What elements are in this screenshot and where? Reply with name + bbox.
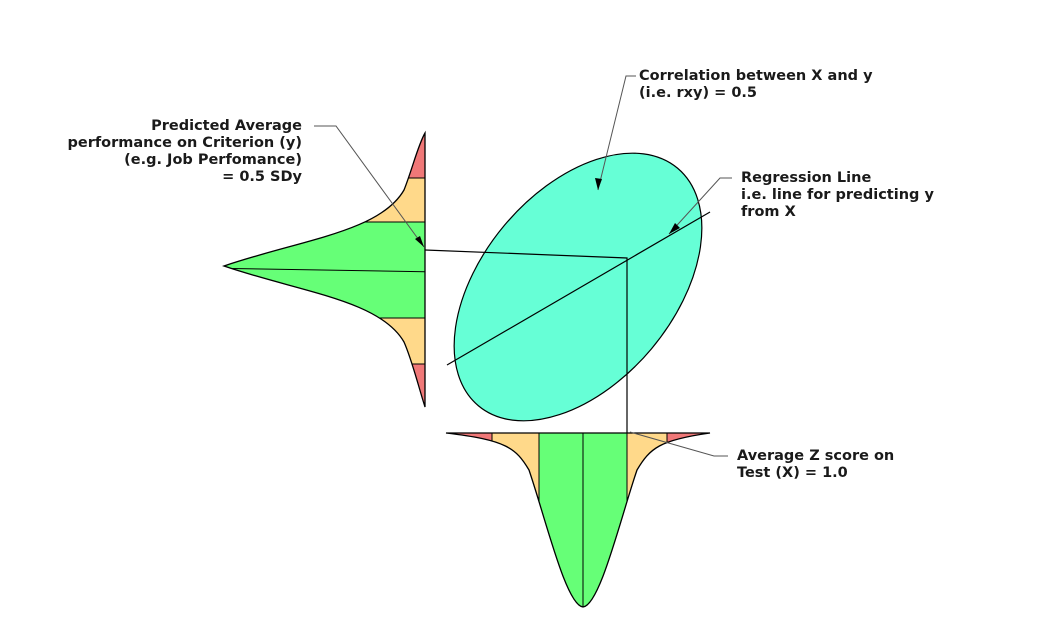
predicted-label-line4: = 0.5 SDy — [222, 169, 302, 185]
regression-label: Regression Line i.e. line for predicting… — [741, 170, 934, 221]
leader-zscore — [629, 431, 728, 457]
regression-line — [446, 211, 711, 366]
regression-label-line1: Regression Line — [741, 170, 872, 186]
projection-lines — [424, 249, 628, 433]
criterion-tail-bottom — [224, 364, 425, 407]
correlation-label: Correlation between X and y (i.e. rxy) =… — [639, 68, 873, 102]
leader-correlation — [597, 75, 636, 191]
predicted-label-line1: Predicted Average — [151, 118, 302, 134]
test-middle-right — [627, 433, 667, 607]
arrow-correlation — [595, 178, 602, 190]
test-tail-right — [667, 433, 710, 607]
correlation-ellipse — [453, 152, 703, 422]
arrow-regression — [669, 223, 680, 234]
zscore-label-line2: Test (X) = 1.0 — [737, 465, 848, 481]
zscore-label: Average Z score on Test (X) = 1.0 — [737, 448, 894, 482]
test-middle-left — [492, 433, 539, 607]
test-tail-left — [446, 433, 492, 607]
leader-lines — [314, 75, 732, 457]
test-outline — [445, 432, 711, 608]
leader-regression — [668, 177, 732, 235]
predicted-label-line2: performance on Criterion (y) — [67, 135, 303, 151]
regression-label-line2: i.e. line for predicting y — [741, 187, 934, 203]
test-distribution — [446, 433, 710, 607]
regression-label-line3: from X — [741, 204, 796, 220]
predicted-label: Predicted Average performance on Criteri… — [68, 118, 303, 186]
criterion-outline — [221, 130, 426, 408]
zscore-label-line1: Average Z score on — [737, 448, 895, 464]
leader-predicted — [314, 125, 425, 248]
arrow-predicted — [415, 236, 424, 247]
correlation-label-line2: (i.e. rxy) = 0.5 — [639, 85, 758, 101]
leader-arrows — [415, 178, 680, 247]
predicted-label-line3: (e.g. Job Perfomance) — [124, 152, 302, 168]
correlation-label-line1: Correlation between X and y — [639, 68, 873, 84]
